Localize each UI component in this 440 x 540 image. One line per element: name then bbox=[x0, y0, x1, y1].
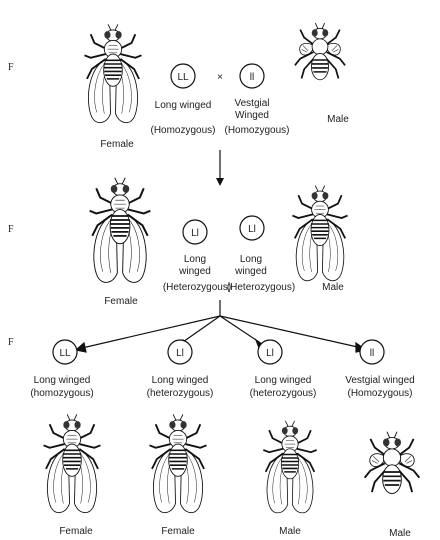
f2-sex-label: Male bbox=[389, 528, 411, 539]
f1-male-fly bbox=[292, 186, 347, 281]
f2-fly bbox=[263, 421, 316, 513]
parent-female-genotype: LL bbox=[177, 72, 189, 83]
f1-female-zygosity: (Heterozygous) bbox=[163, 282, 231, 293]
f2-genotype: LL bbox=[59, 348, 71, 359]
f2-sex-label: Female bbox=[161, 526, 195, 537]
f2-zygosity: (homozygous) bbox=[30, 388, 93, 399]
f2-sex-label: Female bbox=[59, 526, 93, 537]
f1-female-phenotype-line2: winged bbox=[178, 266, 211, 277]
parent-female-label: Female bbox=[100, 139, 134, 150]
parent-male-phenotype-line2: Winged bbox=[235, 110, 269, 121]
f2-phenotype: Long winged bbox=[34, 375, 91, 386]
f2-offspring-2: Ll Long winged (heterozygous) Female bbox=[147, 340, 214, 537]
f1-male-phenotype-line1: Long bbox=[240, 254, 262, 265]
f2-genotype: Ll bbox=[266, 348, 274, 359]
f2-zygosity: (heterozygous) bbox=[250, 388, 317, 399]
arrow-p-to-f1-head bbox=[216, 178, 224, 186]
f1-female-label: Female bbox=[104, 296, 138, 307]
f1-male-genotype: Ll bbox=[248, 224, 256, 235]
f2-phenotype: Long winged bbox=[255, 375, 312, 386]
generation-label-f2: F bbox=[8, 337, 14, 348]
cross-symbol: × bbox=[217, 72, 223, 83]
f2-offspring-1: LL Long winged (homozygous) Female bbox=[30, 340, 100, 537]
f2-zygosity: (Homozygous) bbox=[347, 388, 412, 399]
f1-female-phenotype-line1: Long bbox=[184, 254, 206, 265]
f1-to-f2-arrows bbox=[76, 300, 366, 352]
parent-male-label: Male bbox=[327, 114, 349, 125]
f2-offspring-4: ll Vestgial winged (Homozygous) Male bbox=[345, 340, 419, 539]
f2-fly bbox=[365, 432, 420, 494]
f1-male-zygosity: (Heterozygous) bbox=[227, 282, 295, 293]
f2-genotype: Ll bbox=[176, 348, 184, 359]
f2-genotype: ll bbox=[370, 348, 374, 359]
f2-phenotype: Long winged bbox=[152, 375, 209, 386]
generation-label-p: F bbox=[8, 62, 14, 73]
f2-offspring-3: Ll Long winged (heterozygous) Male bbox=[250, 340, 317, 537]
parent-male-zygosity: (Homozygous) bbox=[224, 125, 289, 136]
f2-sex-label: Male bbox=[279, 526, 301, 537]
f2-fly bbox=[43, 414, 100, 512]
generation-label-f1: F bbox=[8, 224, 14, 235]
f1-female-fly bbox=[90, 178, 151, 283]
parent-female-phenotype: Long winged bbox=[155, 100, 212, 111]
parent-male-fly bbox=[295, 23, 345, 80]
parent-male-genotype: ll bbox=[250, 72, 254, 83]
f1-male-label: Male bbox=[322, 282, 344, 293]
f2-zygosity: (heterozygous) bbox=[147, 388, 214, 399]
f1-female-genotype: Ll bbox=[191, 228, 199, 239]
f1-male-phenotype-line2: winged bbox=[234, 266, 267, 277]
parent-female-zygosity: (Homozygous) bbox=[150, 125, 215, 136]
f2-phenotype: Vestgial winged bbox=[345, 375, 415, 386]
f2-fly bbox=[149, 414, 206, 512]
parent-female-fly bbox=[84, 24, 141, 122]
parent-male-phenotype-line1: Vestgial bbox=[234, 98, 269, 109]
